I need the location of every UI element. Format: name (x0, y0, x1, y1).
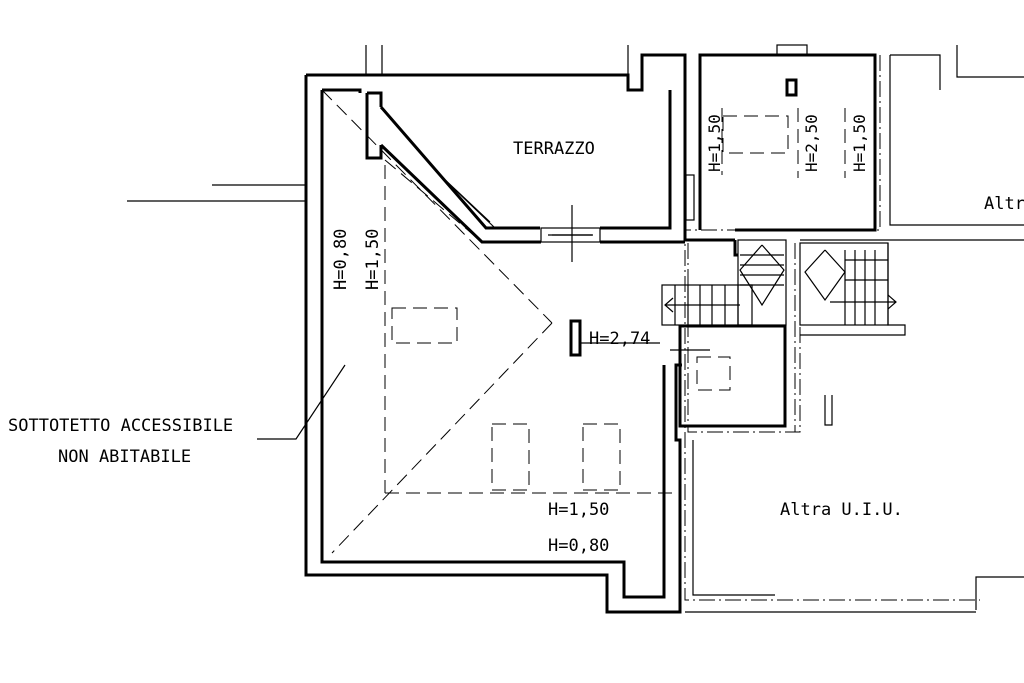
stair-core (737, 239, 787, 326)
skylight (391, 307, 458, 344)
terrazzo-door (540, 227, 601, 243)
other-units (685, 45, 1024, 613)
skylight (722, 115, 789, 154)
height-label-left-inner: H=1,50 (363, 229, 383, 290)
side-window (685, 174, 695, 221)
top-wall-stubs (365, 45, 629, 75)
height-label-left-outer: H=0,80 (331, 229, 351, 290)
height-label-bottom-outer: H=0,80 (548, 536, 609, 556)
altra-uiu-label: Altra U.I.U. (780, 500, 903, 520)
top-right-room (698, 44, 877, 232)
small-chimney (785, 78, 798, 97)
left-connector (127, 184, 306, 202)
room-wall (698, 53, 877, 232)
terrazzo-label: TERRAZZO (513, 139, 595, 159)
roof-hip-lines (321, 89, 680, 554)
chimney (569, 319, 582, 357)
height-label-room-left: H=1,50 (705, 114, 724, 172)
property-boundary (684, 55, 980, 601)
attic-outer-wall (304, 75, 682, 614)
labels: H=0,80 H=1,50 H=2,74 H=1,50 H=0,80 H=1,5… (8, 114, 1024, 556)
sottotetto-label-line2: NON ABITABILE (58, 447, 191, 467)
terrazzo-bottom-wall (600, 90, 672, 230)
skylight (582, 423, 621, 491)
skylights (391, 115, 789, 491)
attic-top-inner-wall (322, 88, 362, 93)
staircase-right (799, 242, 906, 336)
stairwell-room (678, 324, 787, 428)
attic-top-wall (306, 53, 735, 242)
height-label-room-right: H=1,50 (850, 114, 869, 172)
sottotetto-label-line1: SOTTOTETTO ACCESSIBILE (8, 416, 233, 436)
terrazzo-diagonal-wall (379, 106, 540, 230)
stub (824, 395, 833, 426)
label-leader (257, 364, 346, 440)
vent (776, 44, 808, 56)
attic-inner-wall (320, 90, 666, 599)
attic-walls (304, 53, 735, 614)
skylight (696, 356, 731, 391)
pillar (365, 93, 383, 160)
height-label-room-middle: H=2,50 (802, 114, 821, 172)
skylight (491, 423, 530, 491)
terrazzo-window-2 (446, 181, 496, 229)
pillar-top (367, 91, 383, 107)
terrazzo-area: TERRAZZO (379, 90, 695, 262)
altra-uiu-label-partial: Altra (984, 194, 1024, 214)
height-label-center: H=2,74 (589, 329, 650, 349)
height-label-bottom-inner: H=1,50 (548, 500, 609, 520)
staircase-left (661, 239, 787, 326)
